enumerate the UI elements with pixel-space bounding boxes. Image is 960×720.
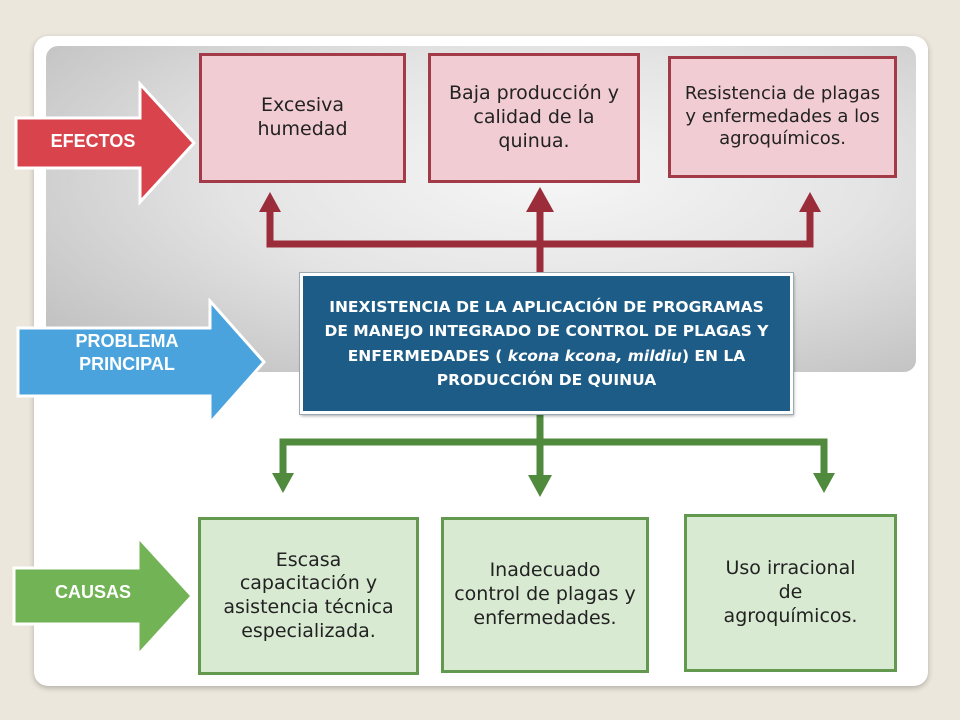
cause-connector-branch (279, 438, 828, 474)
effect-box-humidity: Excesiva humedad (199, 53, 406, 183)
cause-arrowhead-center (528, 475, 552, 497)
effects-arrow-shape (14, 80, 197, 206)
main-problem-text-end: ) EN LA PRODUCCIÓN DE QUINUA (436, 346, 746, 389)
main-problem-box: INEXISTENCIA DE LA APLICACIÓN DE PROGRAM… (299, 272, 794, 415)
effect-arrowhead-center (526, 187, 554, 212)
effect-box-low-production: Baja producción y calidad de la quinua. (428, 53, 640, 183)
cause-arrowhead-right (813, 473, 835, 493)
causes-arrow-shape (12, 534, 195, 658)
causes-label: CAUSAS (54, 582, 131, 602)
problem-arrow-shape (16, 298, 267, 426)
cause-arrowhead-left (272, 473, 294, 493)
main-problem-text-italic: kcona kcona, mildiu (507, 346, 682, 365)
effects-label: EFECTOS (50, 131, 136, 151)
cause-box-training: Escasa capacitación y asistencia técnica… (198, 517, 419, 675)
problem-label-line2: PRINCIPAL (79, 353, 175, 374)
effect-box-resistance: Resistencia de plagas y enfermedades a l… (668, 56, 897, 178)
effect-connector-branch (266, 212, 814, 248)
main-problem-text: INEXISTENCIA DE LA APLICACIÓN DE PROGRAM… (319, 295, 774, 391)
cause-box-agrochemicals: Uso irracional de agroquímicos. (684, 514, 897, 672)
cause-box-pest-control: Inadecuado control de plagas y enfermeda… (441, 517, 649, 673)
problem-label-line1: PROBLEMA (75, 331, 179, 351)
effect-arrowhead-left (259, 192, 281, 212)
effect-arrowhead-right (799, 192, 821, 212)
main-problem-text-start: INEXISTENCIA DE LA APLICACIÓN DE PROGRAM… (324, 298, 769, 365)
problem-label: PROBLEMA PRINCIPAL (32, 330, 222, 375)
